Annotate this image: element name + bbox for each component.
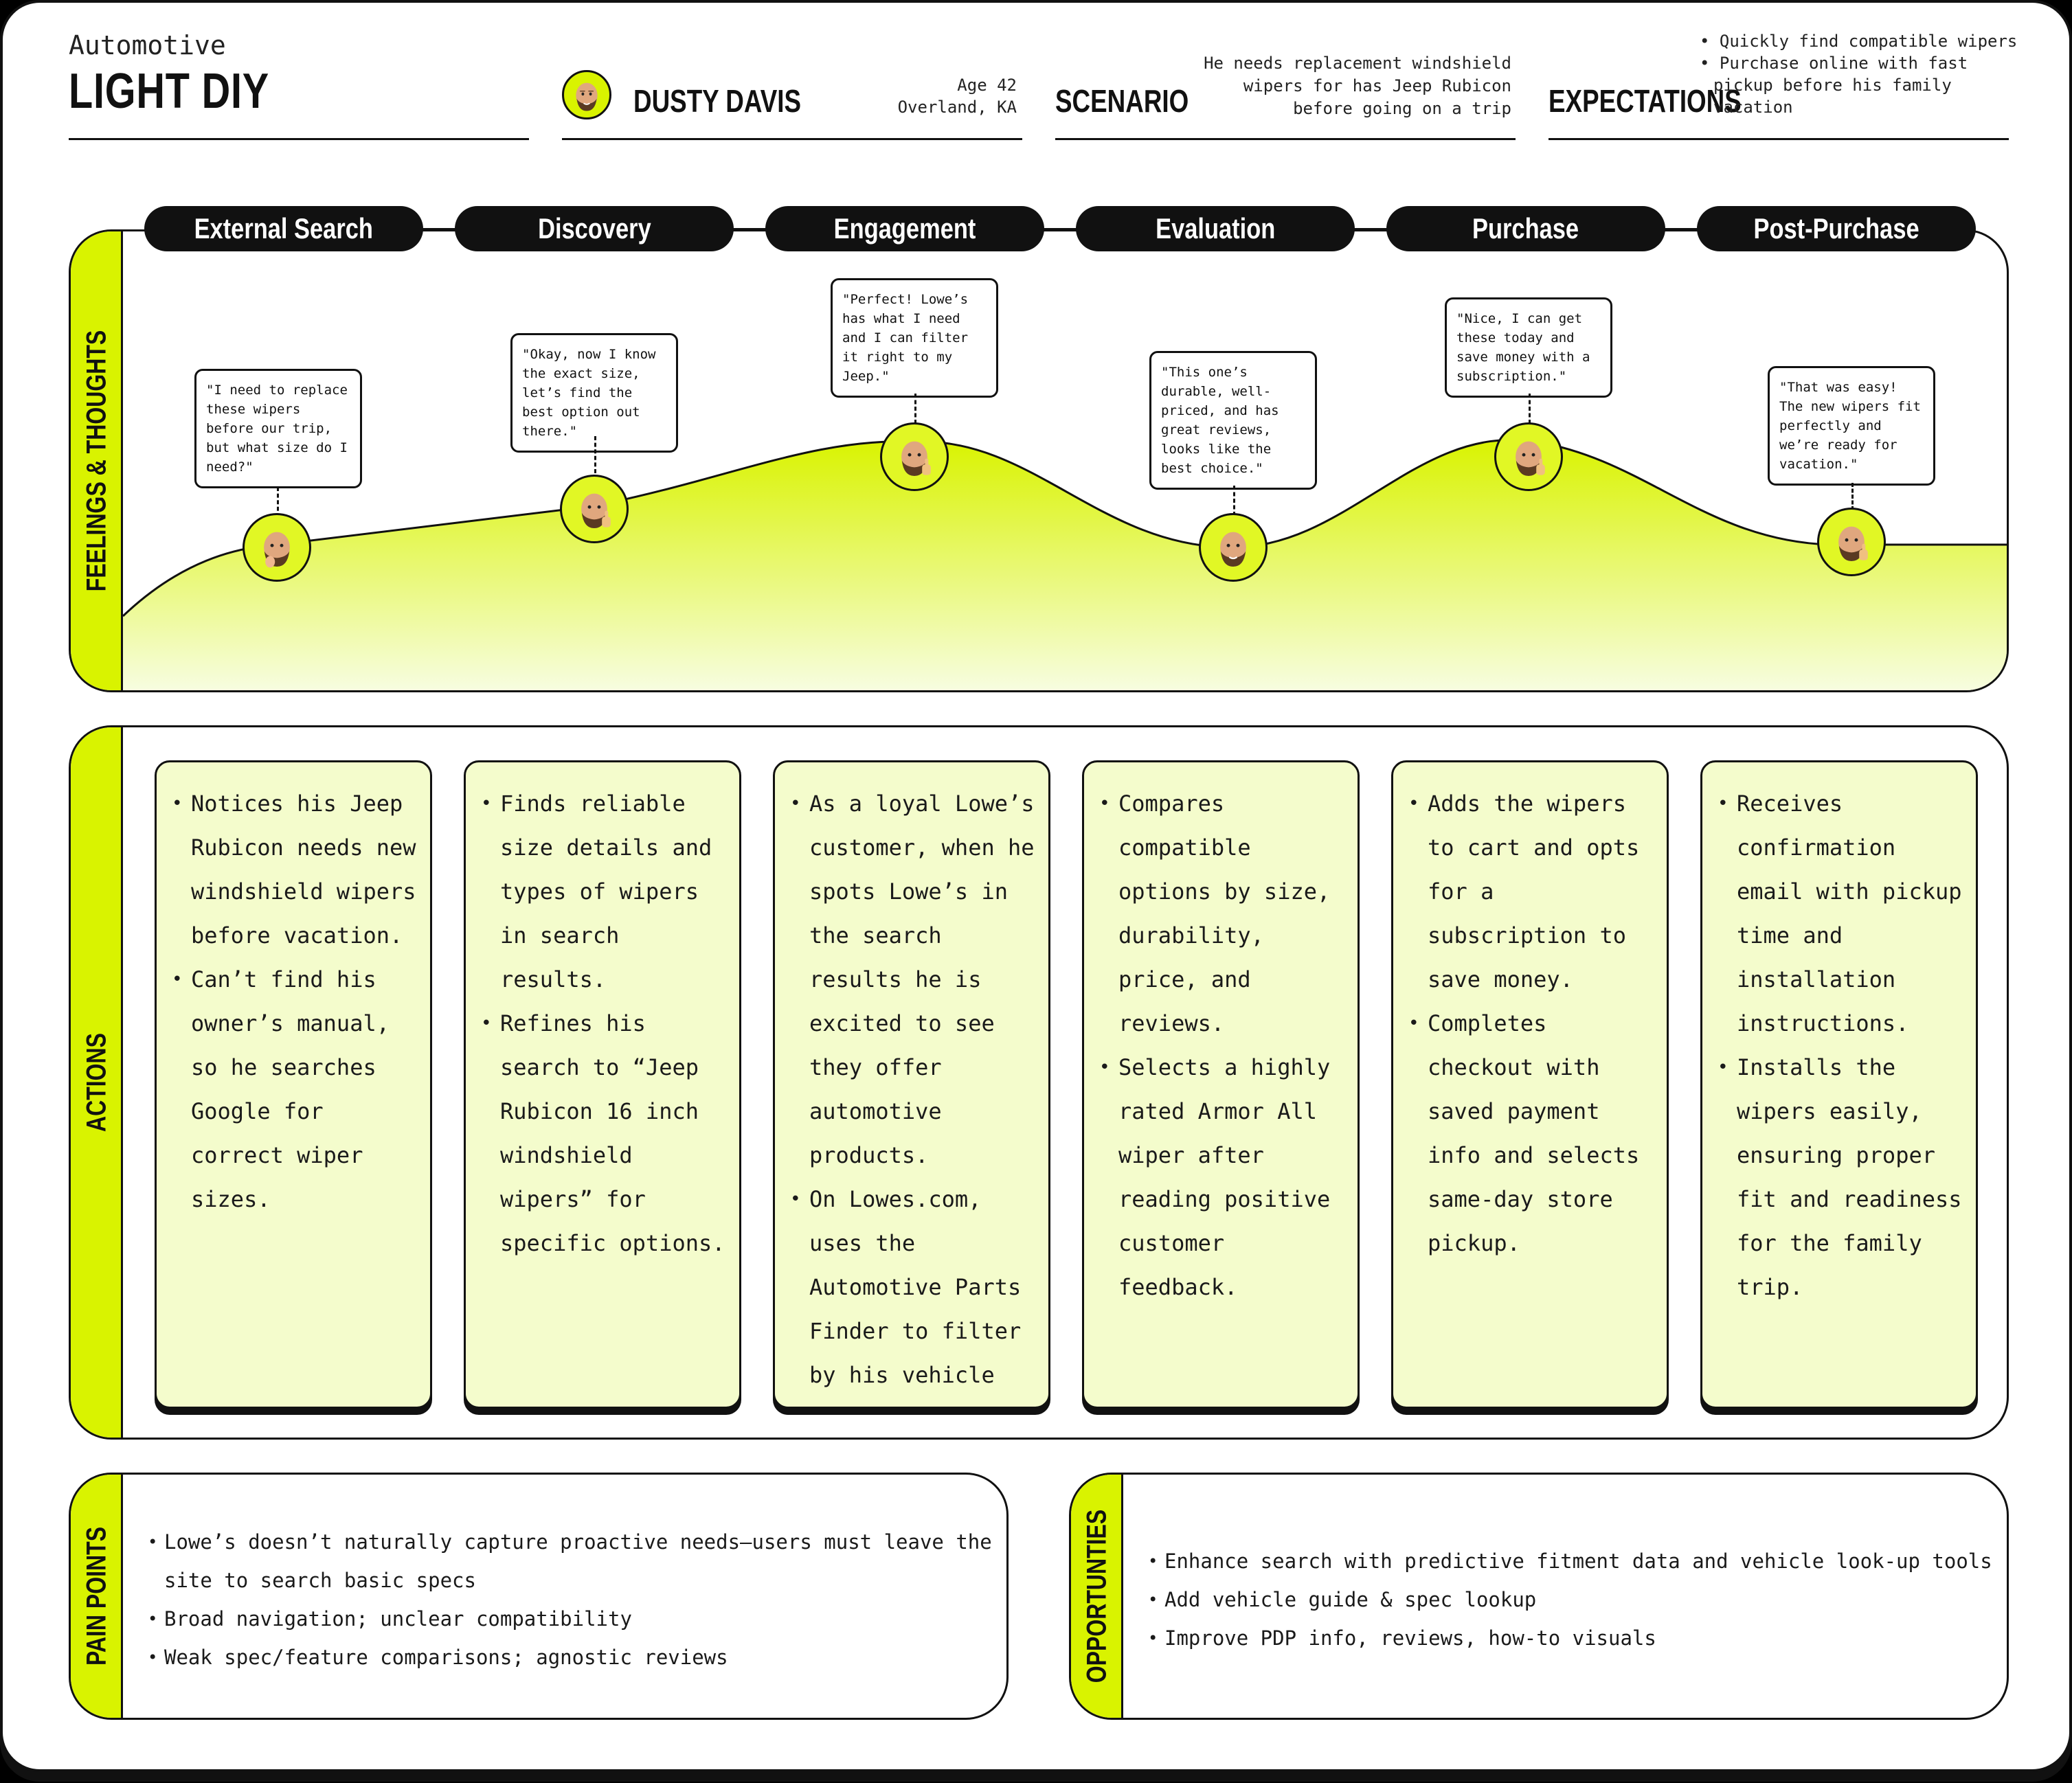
action-card: Finds reliable size details and types of… <box>464 760 741 1409</box>
face-thumbs-up-icon <box>1817 508 1886 576</box>
scenario-text: He needs replacement windshield wipers f… <box>1204 54 1511 118</box>
header-divider <box>562 138 1022 140</box>
action-item: Selects a highly rated Armor All wiper a… <box>1099 1045 1348 1309</box>
stage-pill-post-purchase: Post-Purchase <box>1697 206 1976 251</box>
stage-pill-evaluation: Evaluation <box>1076 206 1355 251</box>
action-item: Completes checkout with saved payment in… <box>1408 1001 1657 1265</box>
action-item: On Lowes.com, uses the Automotive Parts … <box>790 1177 1039 1397</box>
connector <box>1529 394 1531 424</box>
persona-meta: Age 42 Overland, KA <box>898 74 1017 118</box>
opportunity-item: Improve PDP info, reviews, how-to visual… <box>1148 1619 2000 1657</box>
stage-pill-external-search: External Search <box>144 206 423 251</box>
memoji-icon <box>576 82 598 111</box>
action-item: Receives confirmation email with pickup … <box>1718 782 1966 1045</box>
actions-sidebar: ACTIONS <box>71 727 123 1438</box>
thought-bubble: "Perfect! Lowe’s has what I need and I c… <box>831 278 998 398</box>
opportunities-sidebar: OPPORTUNTIES <box>1071 1475 1123 1718</box>
pain-points-section: PAIN POINTS Lowe’s doesn’t naturally cap… <box>69 1473 1009 1720</box>
thought-bubble: "That was easy! The new wipers fit perfe… <box>1768 366 1935 486</box>
stage-pill-discovery: Discovery <box>455 206 734 251</box>
header-divider <box>1055 138 1516 140</box>
connector <box>277 487 279 524</box>
pain-point-item: Lowe’s doesn’t naturally capture proacti… <box>148 1523 1000 1600</box>
feelings-section: FEELINGS & THOUGHTS "I need to replace t… <box>69 229 2009 692</box>
scenario-title: SCENARIO <box>1055 83 1189 119</box>
header-divider <box>1549 138 2009 140</box>
feelings-sidebar: FEELINGS & THOUGHTS <box>71 231 123 690</box>
stage-pill-purchase: Purchase <box>1386 206 1665 251</box>
action-item: Installs the wipers easily, ensuring pro… <box>1718 1045 1966 1309</box>
pain-points-sidebar: PAIN POINTS <box>71 1475 123 1718</box>
actions-label: ACTIONS <box>81 1033 112 1132</box>
opportunities-section: OPPORTUNTIES Enhance search with predict… <box>1069 1473 2009 1720</box>
action-item: Refines his search to “Jeep Rubicon 16 i… <box>481 1001 730 1265</box>
action-card: Compares compatible options by size, dur… <box>1082 760 1360 1409</box>
connector <box>914 394 916 424</box>
pain-points-label: PAIN POINTS <box>81 1526 112 1666</box>
thought-bubble: "I need to replace these wipers before o… <box>194 369 362 488</box>
face-thinking-icon <box>243 513 311 582</box>
category-label: Automotive <box>69 30 226 60</box>
action-item: Notices his Jeep Rubicon needs new winds… <box>172 782 420 957</box>
thought-bubble: "Nice, I can get these today and save mo… <box>1445 297 1612 398</box>
connector <box>594 436 596 473</box>
feelings-label: FEELINGS & THOUGHTS <box>81 330 112 592</box>
action-card: As a loyal Lowe’s customer, when he spot… <box>773 760 1050 1409</box>
persona-age: Age 42 <box>957 76 1017 95</box>
expectations-list: Quickly find compatible wipers Purchase … <box>1700 30 2029 118</box>
expectation-item: Quickly find compatible wipers <box>1700 30 2029 52</box>
opportunities-label: OPPORTUNTIES <box>1081 1509 1112 1683</box>
opportunity-item: Add vehicle guide & spec lookup <box>1148 1580 2000 1619</box>
persona-name: DUSTY DAVIS <box>633 83 802 119</box>
thought-bubble: "This one’s durable, well-priced, and ha… <box>1149 351 1317 490</box>
stage-pill-engagement: Engagement <box>765 206 1044 251</box>
persona-location: Overland, KA <box>897 98 1017 117</box>
face-thumbs-up-icon <box>880 422 949 491</box>
connector <box>1851 483 1854 510</box>
thought-bubble: "Okay, now I know the exact size, let’s … <box>510 333 678 453</box>
face-smiling-icon <box>1199 513 1268 582</box>
action-card: Notices his Jeep Rubicon needs new winds… <box>155 760 432 1409</box>
pain-point-item: Broad navigation; unclear compatibility <box>148 1600 1000 1638</box>
opportunity-item: Enhance search with predictive fitment d… <box>1148 1542 2000 1580</box>
action-item: As a loyal Lowe’s customer, when he spot… <box>790 782 1039 1177</box>
actions-section: ACTIONS Notices his Jeep Rubicon needs n… <box>69 725 2009 1440</box>
header-divider <box>69 138 529 140</box>
expectation-item: Purchase online with fast pickup before … <box>1700 52 2029 118</box>
connector <box>1233 486 1235 516</box>
opportunities-list: Enhance search with predictive fitment d… <box>1148 1542 2000 1657</box>
action-item: Adds the wipers to cart and opts for a s… <box>1408 782 1657 1001</box>
face-thumbs-up-icon <box>560 475 629 543</box>
action-item: Finds reliable size details and types of… <box>481 782 730 1001</box>
pain-point-item: Weak spec/feature comparisons; agnostic … <box>148 1638 1000 1677</box>
action-item: Compares compatible options by size, dur… <box>1099 782 1348 1045</box>
action-card: Adds the wipers to cart and opts for a s… <box>1391 760 1669 1409</box>
action-item: Can’t find his owner’s manual, so he sea… <box>172 957 420 1221</box>
persona-type: LIGHT DIY <box>69 64 269 119</box>
persona-avatar <box>562 70 611 120</box>
pain-points-list: Lowe’s doesn’t naturally capture proacti… <box>148 1523 1000 1677</box>
action-card: Receives confirmation email with pickup … <box>1700 760 1978 1409</box>
face-thumbs-up-icon <box>1494 422 1563 491</box>
